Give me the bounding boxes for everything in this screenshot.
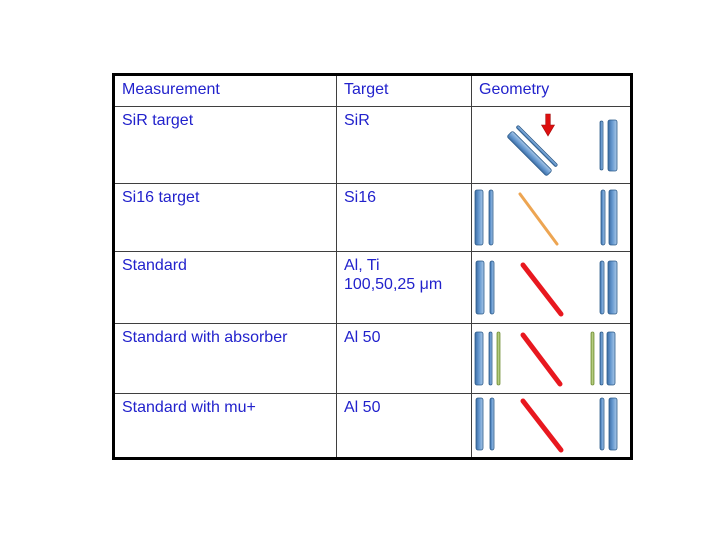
detector-bar-thin [488, 189, 494, 245]
target-track-orange [518, 192, 559, 245]
geometry-cell [471, 393, 632, 459]
detector-bar-thick [608, 397, 618, 451]
detector-bar-thick [607, 119, 618, 172]
table-row-standard-mu: Standard with mu+ Al 50 [113, 393, 632, 459]
tilted-target-bars [507, 131, 552, 176]
tilted-target-bars [507, 125, 558, 176]
detector-bar-thin [599, 397, 605, 451]
detector-bar-thin [599, 260, 605, 314]
absorber-bar-green [496, 331, 501, 385]
target-text: Al 50 [344, 329, 381, 346]
detector-bar-thin [489, 397, 495, 451]
geometry-graphic [474, 189, 618, 245]
header-measurement: Measurement [113, 74, 337, 107]
absorber-bar-green [590, 331, 595, 385]
geometry-graphic [474, 331, 616, 386]
detector-bar-thick [475, 397, 484, 451]
detector-bar-thick [475, 260, 485, 314]
target-cell: Al, Ti 100,50,25 μm [336, 251, 472, 324]
target-text: Al, Ti [344, 257, 380, 274]
target-text: SiR [344, 112, 370, 129]
detector-bar-thin [488, 331, 493, 385]
target-cell: Al 50 [336, 393, 472, 459]
tilted-target-bars [516, 125, 558, 167]
geometry-cell [471, 323, 632, 394]
header-target: Target [336, 74, 472, 107]
geometry-cell [471, 106, 632, 184]
target-track-red [520, 398, 564, 453]
geometry-graphic [475, 397, 618, 453]
detector-bar-thick [606, 331, 616, 385]
detector-bar-thin [599, 120, 604, 171]
table-row-standard: Standard Al, Ti 100,50,25 μm [113, 251, 632, 324]
geometry-cell [471, 251, 632, 324]
geometry-graphic [475, 260, 618, 316]
geometry-graphic [507, 113, 618, 176]
target-cell: SiR [336, 106, 472, 184]
table-row-standard-absorber: Standard with absorber Al 50 [113, 323, 632, 394]
target-cell: Si16 [336, 183, 472, 252]
measurement-cell: Standard [113, 251, 337, 324]
target-track-red [520, 262, 564, 316]
measurement-cell: SiR target [113, 106, 337, 184]
header-geometry: Geometry [471, 74, 632, 107]
measurement-cell: Standard with mu+ [113, 393, 337, 459]
measurement-table: Measurement Target Geometry SiR target S… [112, 73, 633, 460]
table-row-si16-target: Si16 target Si16 [113, 183, 632, 252]
table-header-row: Measurement Target Geometry [113, 74, 632, 107]
beam-arrow-down [540, 113, 556, 137]
detector-bar-thick [474, 331, 484, 385]
detector-bar-thin [600, 189, 606, 245]
target-track-red [520, 332, 563, 386]
detector-bar-thick [474, 189, 484, 245]
table-row-sir-target: SiR target SiR [113, 106, 632, 184]
geometry-cell [471, 183, 632, 252]
target-text: Al 50 [344, 399, 381, 416]
target-text: Si16 [344, 189, 377, 206]
detector-bar-thin [489, 260, 495, 314]
detector-bar-thick [607, 260, 618, 314]
measurement-cell: Standard with absorber [113, 323, 337, 394]
target-text-line2: 100,50,25 μm [344, 276, 443, 294]
detector-bar-thick [608, 189, 618, 245]
detector-bar-thin [599, 331, 604, 385]
measurement-cell: Si16 target [113, 183, 337, 252]
target-cell: Al 50 [336, 323, 472, 394]
